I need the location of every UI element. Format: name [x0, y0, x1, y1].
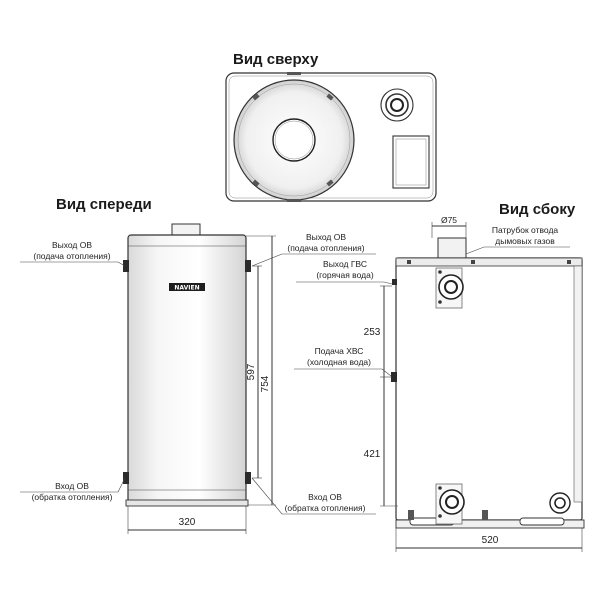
- side-flue-name: Патрубок отвода: [492, 225, 559, 235]
- side-view-bottom-connector-inner: [445, 495, 459, 509]
- front-view-fitting-left-top: [123, 260, 129, 272]
- front-view-title: Вид спереди: [56, 196, 152, 213]
- front-left-inlet-name: Вход ОВ: [55, 481, 89, 491]
- top-view-title: Вид сверху: [233, 51, 319, 68]
- front-left-inlet-desc: (обратка отопления): [32, 492, 113, 502]
- side-view-right-panel: [573, 265, 583, 503]
- dim-754-label: 754: [260, 375, 271, 392]
- dim-597-label: 597: [246, 363, 257, 380]
- dim-421-label: 421: [364, 449, 381, 460]
- top-view-knob-inner: [390, 98, 404, 112]
- top-view-flue-inner: [274, 120, 314, 160]
- side-view-top-bolt: [471, 260, 475, 264]
- front-left-outlet-leader: [20, 261, 126, 267]
- front-view-fitting-left-bottom: [123, 472, 129, 484]
- front-left-inlet-leader: [20, 477, 126, 493]
- front-right-inlet-name: Вход ОВ: [308, 492, 342, 502]
- front-right-outlet-name: Выход ОВ: [306, 232, 346, 242]
- side-hot-water-leader: [296, 281, 393, 285]
- front-left-outlet-name: Выход ОВ: [52, 240, 92, 250]
- top-view-clamp: [326, 93, 334, 101]
- side-view-flue-pipe: [437, 237, 467, 261]
- side-view-base-slot-right: [519, 517, 565, 526]
- side-view-bottom-bolt: [438, 514, 442, 518]
- front-right-inlet-desc: (обратка отопления): [285, 503, 366, 513]
- front-view-fitting-right-top: [245, 260, 251, 272]
- dim-253-label: 253: [364, 327, 381, 338]
- side-view: Вид сбоку Ø75 Патрубок отвода дымовых га…: [294, 201, 585, 552]
- side-view-bottom-bolt: [438, 486, 442, 490]
- side-view-hot-fitting: [392, 279, 397, 285]
- front-right-inlet-leader: [251, 477, 376, 515]
- front-view: Вид спереди NAVIEN Выход ОВ (подача отоп…: [20, 196, 376, 534]
- front-right-outlet-leader: [251, 253, 376, 267]
- top-view-control-panel: [392, 135, 430, 189]
- top-view-clamp: [252, 179, 260, 187]
- front-view-brand-badge: [169, 283, 205, 291]
- side-view-top-strip: [395, 257, 583, 267]
- side-view-foot: [408, 510, 414, 520]
- front-view-brand-label: NAVIEN: [174, 285, 199, 292]
- top-view-clamp: [252, 93, 260, 101]
- front-right-outlet-desc: (подача отопления): [287, 243, 364, 253]
- side-view-body: [395, 257, 583, 521]
- top-view-flue-opening: [272, 118, 316, 162]
- dim-320-label: 320: [179, 517, 196, 528]
- side-view-hot-connector-inner: [444, 280, 458, 294]
- side-flue-desc: дымовых газов: [495, 236, 555, 246]
- side-view-base: [395, 519, 585, 529]
- front-view-fitting-right-bottom: [245, 472, 251, 484]
- front-view-tank-body: [127, 234, 247, 503]
- top-view-edge-tab: [287, 72, 301, 75]
- side-view-cold-fitting: [391, 372, 397, 382]
- side-hot-water-name: Выход ГВС: [323, 259, 367, 269]
- side-hot-water-desc: (горячая вода): [316, 270, 373, 280]
- front-view-flue-stub: [171, 223, 201, 237]
- side-flue-leader: [465, 246, 570, 255]
- side-view-drain-inner: [554, 497, 566, 509]
- side-flue-diameter: Ø75: [441, 215, 457, 225]
- front-view-base: [125, 499, 249, 507]
- side-view-hot-bolt: [438, 270, 442, 274]
- side-cold-water-name: Подача ХВС: [315, 346, 364, 356]
- top-view-edge-tab: [287, 199, 301, 202]
- top-view-control-panel-inner: [395, 138, 427, 186]
- side-cold-water-leader: [294, 368, 392, 377]
- top-view-tank-ring: [237, 83, 351, 197]
- dim-520-label: 520: [482, 535, 499, 546]
- side-view-foot: [482, 510, 488, 520]
- top-view: Вид сверху: [225, 51, 437, 202]
- side-view-title: Вид сбоку: [499, 201, 576, 218]
- front-left-outlet-desc: (подача отопления): [33, 251, 110, 261]
- side-view-hot-bolt: [438, 300, 442, 304]
- top-view-clamp: [326, 179, 334, 187]
- side-view-top-bolt: [567, 260, 571, 264]
- side-view-top-bolt: [407, 260, 411, 264]
- side-cold-water-desc: (холодная вода): [307, 357, 371, 367]
- top-view-inner-border: [228, 75, 434, 199]
